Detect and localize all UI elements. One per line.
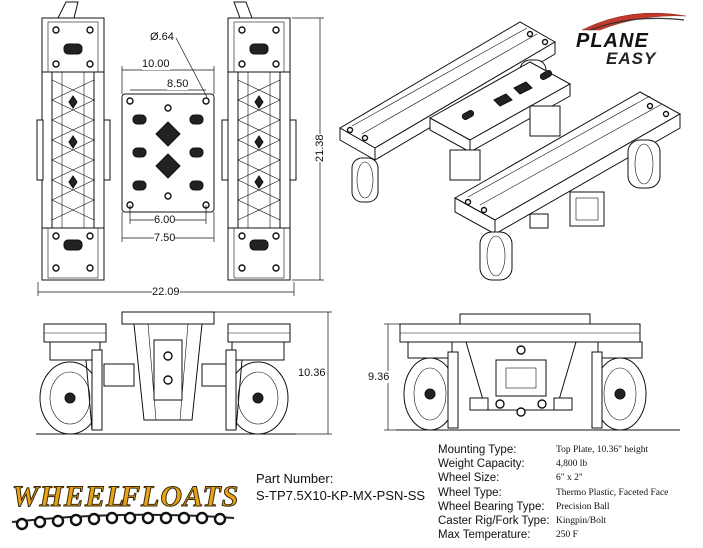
dim-overall-width: 22.09: [152, 286, 180, 298]
side-view: [36, 311, 296, 435]
spec-label: Wheel Type:: [438, 486, 502, 499]
dim-height-front: 9.36: [368, 371, 390, 383]
part-number-value: S-TP7.5X10-KP-MX-PSN-SS: [256, 488, 426, 503]
spec-row: Caster Rig/Fork Type: Kingpin/Bolt: [438, 514, 668, 528]
specs-table: Mounting Type: Top Plate, 10.36" height W…: [438, 443, 668, 542]
spec-row: Weight Capacity: 4,800 lb: [438, 457, 668, 471]
plane-easy-logo: PLANE EASY: [566, 12, 692, 68]
wheelfloats-word-floats: FLOATS: [119, 480, 240, 514]
spec-label: Mounting Type:: [438, 444, 517, 456]
top-view-left-rail: [36, 1, 111, 281]
spec-row: Mounting Type: Top Plate, 10.36" height: [438, 443, 668, 457]
plane-easy-swoosh: [581, 12, 687, 31]
isometric-view: [339, 21, 682, 281]
plane-easy-word-easy: EASY: [606, 49, 657, 68]
dim-overall-length: 21.38: [314, 134, 326, 162]
front-view: [396, 313, 680, 431]
spec-value: Top Plate, 10.36" height: [556, 445, 649, 455]
dim-plate-bolt-length: 8.50: [167, 78, 189, 90]
dim-hole-diameter: Ø.64: [150, 31, 174, 43]
spec-row: Max Temperature: 250 F: [438, 528, 668, 542]
spec-value: 6" x 2": [556, 473, 583, 484]
dim-plate-length: 10.00: [142, 58, 170, 70]
plane-easy-word-plane: PLANE: [576, 30, 649, 52]
top-view-right-rail: [221, 1, 297, 281]
dim-plate-width: 7.50: [154, 232, 176, 244]
part-number-block: Part Number: S-TP7.5X10-KP-MX-PSN-SS: [256, 470, 425, 504]
dim-height-side: 10.36: [298, 367, 326, 379]
spec-value: Kingpin/Bolt: [556, 515, 607, 526]
part-number-label: Part Number:: [256, 471, 334, 486]
dim-plate-bolt-width: 6.00: [154, 214, 176, 226]
spec-value: Thermo Plastic, Faceted Face: [556, 487, 669, 498]
spec-row: Wheel Type: Thermo Plastic, Faceted Face: [438, 486, 668, 500]
spec-value: Precision Ball: [556, 501, 610, 512]
wheelfloats-word-wheel: WHEEL: [11, 480, 126, 514]
elevation-dimension-lines: [214, 311, 400, 435]
spec-row: Wheel Bearing Type: Precision Ball: [438, 500, 668, 514]
spec-label: Wheel Size:: [438, 472, 500, 485]
spec-label: Caster Rig/Fork Type:: [438, 514, 550, 527]
spec-label: Wheel Bearing Type:: [438, 500, 545, 513]
spec-label: Weight Capacity:: [438, 458, 525, 471]
wheelfloats-wheel-chain: [11, 511, 235, 531]
spec-value: 4,800 lb: [556, 459, 588, 470]
spec-label: Max Temperature:: [438, 529, 531, 542]
spec-value: 250 F: [556, 530, 578, 541]
wheelfloats-logo: WHEEL FLOATS: [10, 476, 240, 540]
spec-row: Wheel Size: 6" x 2": [438, 471, 668, 485]
top-view-plate: [121, 93, 215, 213]
